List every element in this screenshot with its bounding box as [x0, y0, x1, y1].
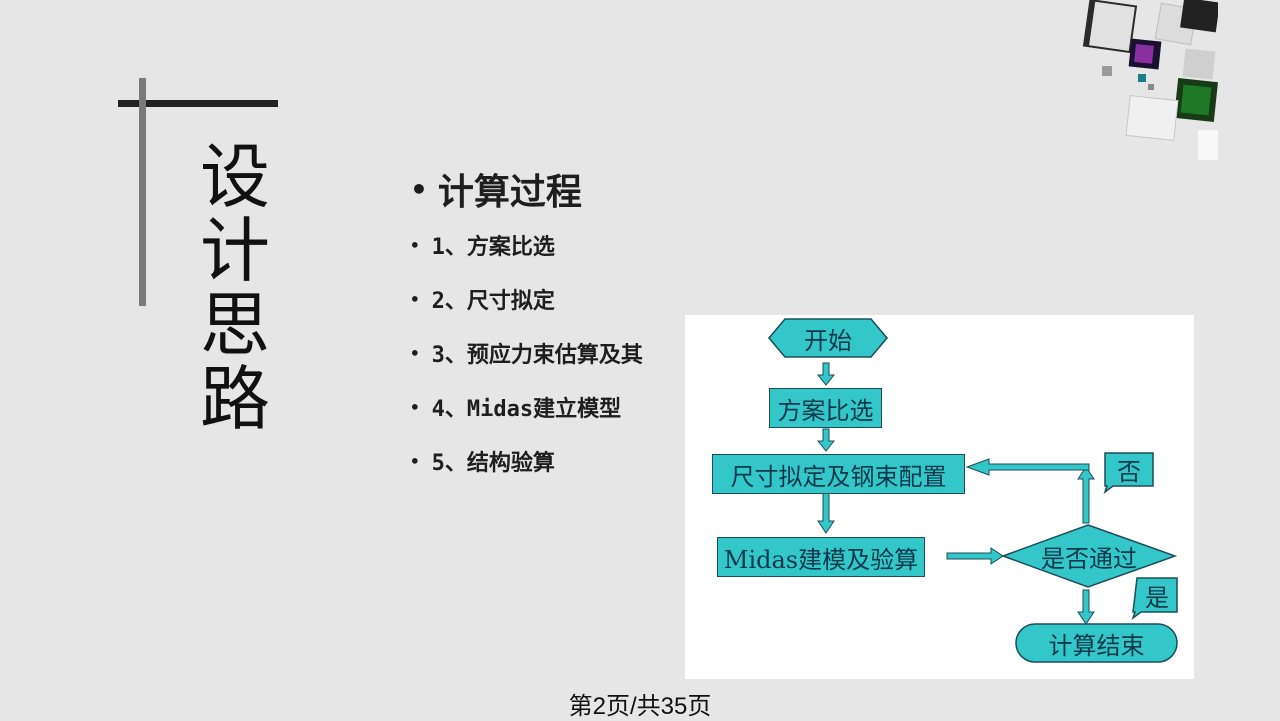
- decision-shape: [1000, 524, 1178, 588]
- list-item: • 1、方案比选: [410, 218, 643, 272]
- no-callout: [1103, 452, 1154, 495]
- arrow-down: [1077, 589, 1095, 625]
- decorative-cubes-graphic: [1078, 0, 1218, 162]
- arrow-down: [816, 428, 836, 452]
- list-item: • 3、预应力束估算及其: [410, 326, 643, 380]
- bullet-dot: •: [410, 343, 420, 363]
- flow-no-label: 否: [1117, 458, 1141, 486]
- list-item: • 4、Midas建立模型: [410, 380, 643, 434]
- title-char: 路: [200, 358, 270, 440]
- bullet-dot: •: [410, 451, 420, 471]
- title-char: 思: [200, 284, 270, 366]
- yes-callout: [1131, 577, 1178, 621]
- title-vertical-bar: [139, 78, 146, 306]
- bullet-dot: •: [410, 172, 428, 206]
- bullet-list: • 计算过程 • 1、方案比选 • 2、尺寸拟定 • 3、预应力束估算及其 • …: [410, 160, 643, 488]
- list-item-text: 2、尺寸拟定: [431, 289, 555, 314]
- title-char: 设: [200, 136, 270, 218]
- arrow-up: [1077, 466, 1095, 524]
- arrow-down: [816, 362, 836, 386]
- vertical-title: 设 计 思 路: [190, 140, 280, 436]
- heading-text: 计算过程: [437, 172, 582, 213]
- list-item: • 5、结构验算: [410, 434, 643, 488]
- page-number: 第2页/共35页: [568, 693, 712, 720]
- arrow-down: [817, 492, 835, 534]
- flow-end-label: 计算结束: [1048, 631, 1145, 660]
- flow-step-scheme: 方案比选: [769, 388, 882, 428]
- title-horizontal-bar: [118, 100, 278, 107]
- flowchart-panel: 开始 方案比选 尺寸拟定及钢束配置 Midas建模及验算 是否通过 否 是 计算…: [685, 315, 1194, 679]
- title-char: 计: [200, 210, 270, 292]
- list-item-text: 5、结构验算: [431, 451, 555, 476]
- flow-yes-label: 是: [1145, 583, 1169, 612]
- flow-decision-label: 是否通过: [1041, 544, 1137, 573]
- bullet-dot: •: [410, 397, 420, 417]
- arrow-left: [965, 458, 1090, 476]
- bullet-heading: • 计算过程: [410, 160, 643, 218]
- arrow-right: [946, 547, 1004, 565]
- flow-step-midas: Midas建模及验算: [717, 537, 925, 577]
- flow-start-label: 开始: [804, 326, 852, 355]
- list-item-text: 3、预应力束估算及其: [431, 343, 643, 368]
- list-item-text: 1、方案比选: [431, 235, 555, 260]
- list-item-text: 4、Midas建立模型: [431, 397, 622, 422]
- list-item: • 2、尺寸拟定: [410, 272, 643, 326]
- end-shape: [1015, 623, 1178, 663]
- flow-step-dimension: 尺寸拟定及钢束配置: [712, 454, 965, 494]
- bullet-dot: •: [410, 289, 420, 309]
- start-shape: [768, 318, 888, 358]
- bullet-dot: •: [410, 235, 420, 255]
- flowchart-connectors: [768, 318, 1178, 663]
